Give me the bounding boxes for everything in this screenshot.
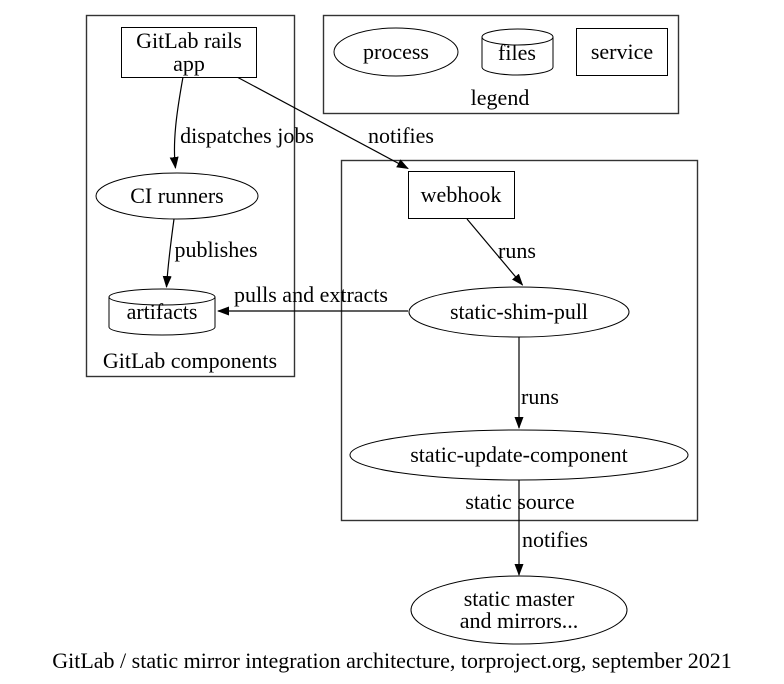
- diagram-caption: GitLab / static mirror integration archi…: [52, 648, 732, 673]
- legend-process-ellipse: [333, 27, 459, 77]
- node-ci-runners-label: CI runners: [130, 183, 223, 208]
- node-static-shim-pull: [408, 286, 630, 338]
- node-static-master-label-line1: static master: [464, 586, 575, 611]
- node-gitlab-rails-app-label-line1: GitLab rails: [136, 28, 242, 53]
- edge-label-notifies-webhook: notifies: [368, 123, 434, 148]
- edge-label-dispatches-jobs: dispatches jobs: [180, 123, 314, 148]
- gitlab-components-cluster-box: [85, 14, 296, 378]
- gitlab-components-cluster-label: GitLab components: [103, 348, 277, 373]
- legend-service-rect: [576, 28, 668, 76]
- node-static-shim-pull-label: static-shim-pull: [450, 299, 588, 324]
- edge-notifies-webhook: [236, 76, 409, 170]
- legend-process-label: process: [363, 39, 429, 64]
- node-static-update-component-label: static-update-component: [410, 442, 627, 467]
- static-source-cluster-label: static source: [465, 489, 574, 514]
- legend-files-cylinder: [481, 28, 554, 76]
- node-artifacts-cylinder-lid: [108, 296, 216, 306]
- node-ci-runners: [95, 172, 259, 220]
- edge-label-notifies-master: notifies: [522, 527, 588, 552]
- node-gitlab-rails-app-label-line2: app: [173, 51, 205, 76]
- node-webhook: [408, 171, 515, 219]
- edge-label-pulls-and-extracts: pulls and extracts: [234, 282, 388, 307]
- legend-box: [322, 14, 680, 115]
- edge-label-runs-shim: runs: [498, 238, 536, 263]
- edge-runs-shim: [466, 218, 524, 286]
- node-artifacts-cylinder: [108, 288, 216, 336]
- legend-label: legend: [471, 85, 530, 110]
- edge-label-runs-update: runs: [521, 384, 559, 409]
- node-artifacts-label: artifacts: [127, 299, 198, 324]
- edge-publishes: [162, 218, 175, 288]
- legend-service-label: service: [591, 39, 653, 64]
- node-static-master-label-line2: and mirrors...: [460, 608, 579, 633]
- edge-dispatches-jobs: [169, 76, 184, 169]
- node-static-update-component: [349, 429, 689, 481]
- node-gitlab-rails-app: [121, 27, 257, 78]
- legend-files-label: files: [498, 40, 536, 65]
- edge-label-publishes: publishes: [174, 237, 257, 262]
- node-static-master: [410, 575, 628, 645]
- legend-files-cylinder-lid: [481, 36, 554, 46]
- node-webhook-label: webhook: [421, 182, 502, 207]
